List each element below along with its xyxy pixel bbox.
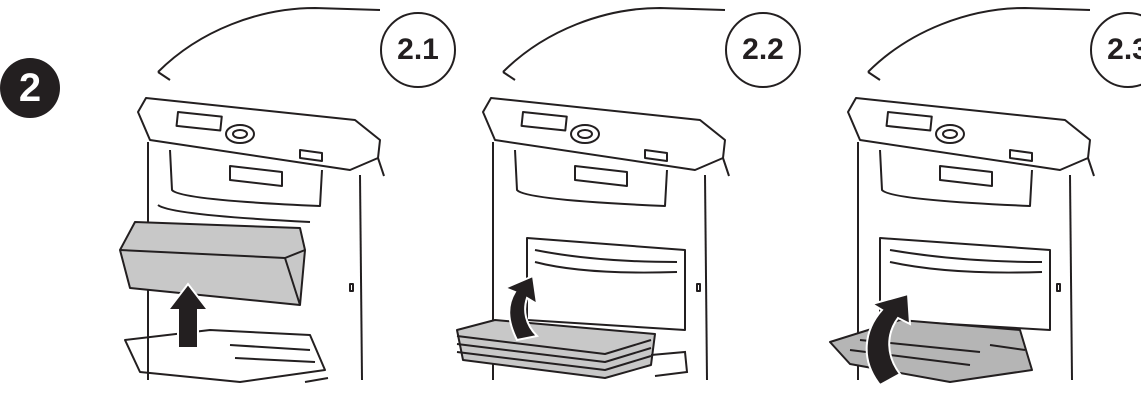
panel-2-3: 2.3: [820, 0, 1140, 400]
step-number: 2: [19, 66, 41, 111]
step-number-badge: 2: [0, 58, 60, 118]
panel-2-1: 2.1: [110, 0, 430, 400]
panel-2-2: 2.2: [455, 0, 775, 400]
substep-label-2-2: 2.2: [725, 12, 801, 88]
substep-label-2-1: 2.1: [380, 12, 456, 88]
